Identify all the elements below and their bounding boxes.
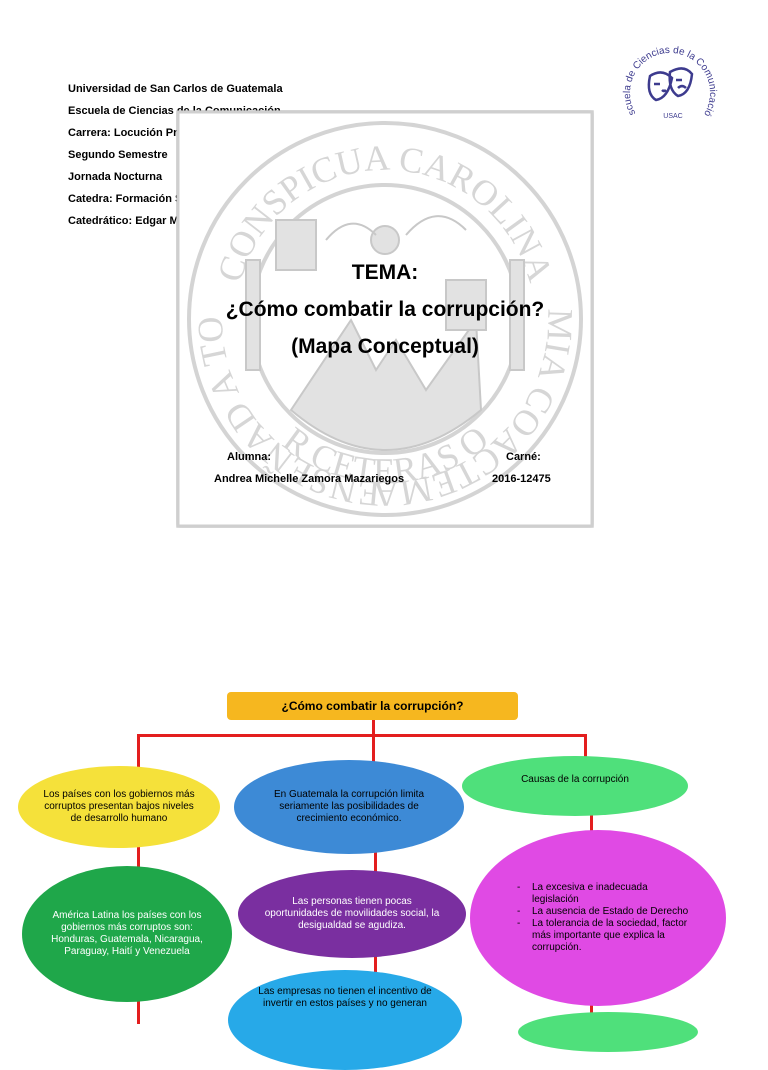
- bubble-text: Los países con los gobiernos más corrupt…: [43, 789, 195, 824]
- bubble-business-investment: Las empresas no tienen el incentivo de i…: [228, 970, 462, 1070]
- causes-list-item: La tolerancia de la sociedad, factor más…: [517, 918, 692, 954]
- bubble-latin-america: América Latina los países con los gobier…: [22, 866, 232, 1002]
- causes-list-item: La excesiva e inadecuada legislación: [517, 882, 692, 906]
- tema-title: ¿Cómo combatir la corrupción?: [225, 298, 545, 321]
- connector-title-down: [372, 720, 375, 736]
- bubble-right-partial: [518, 1012, 698, 1052]
- student-label: Alumna:: [227, 451, 271, 463]
- bubble-economic-growth: En Guatemala la corrupción limita seriam…: [234, 760, 464, 854]
- concept-map-title: ¿Cómo combatir la corrupción?: [227, 692, 518, 720]
- connector-right: [584, 734, 587, 758]
- university-seal-watermark: CONSPICUA CAROLINA ID Y ENSEÑAD A TODOS …: [176, 110, 594, 528]
- connector-middle: [372, 734, 375, 762]
- carne-label: Carné:: [506, 451, 541, 463]
- masks-icon: [647, 67, 694, 102]
- bubble-causes: Causas de la corrupción: [462, 756, 688, 816]
- bubble-causes-list: La excesiva e inadecuada legislación La …: [470, 830, 726, 1006]
- tema-subtitle: (Mapa Conceptual): [291, 335, 479, 358]
- logo-ring-text: Escuela de Ciencias de la Comunicación: [616, 34, 718, 119]
- bubble-text: Causas de la corrupción: [521, 774, 629, 785]
- seal-emblem: [245, 215, 525, 451]
- header-semester: Segundo Semestre: [68, 149, 168, 161]
- header-schedule: Jornada Nocturna: [68, 171, 163, 183]
- carne-number: 2016-12475: [492, 473, 551, 485]
- connector-horizontal: [137, 734, 587, 737]
- bubble-text: América Latina los países con los gobier…: [51, 910, 203, 957]
- bubble-text: En Guatemala la corrupción limita seriam…: [273, 789, 425, 824]
- connector-mid-1-2: [374, 852, 377, 872]
- connector-mid-2-3: [374, 956, 377, 972]
- logo-abbr: USAC: [663, 113, 682, 120]
- causes-list: La excesiva e inadecuada legislación La …: [516, 882, 692, 954]
- causes-list-item: La ausencia de Estado de Derecho: [517, 906, 692, 918]
- header-university: Universidad de San Carlos de Guatemala: [68, 83, 283, 95]
- bubble-text: Las empresas no tienen el incentivo de i…: [258, 986, 432, 1009]
- connector-right-1-2: [590, 814, 593, 832]
- connector-left: [137, 734, 140, 768]
- school-logo: Escuela de Ciencias de la Comunicación U…: [616, 34, 718, 120]
- connector-left-1-2: [137, 846, 140, 868]
- bubble-human-development: Los países con los gobiernos más corrupt…: [18, 766, 220, 848]
- connector-left-2-down: [137, 1000, 140, 1024]
- bubble-text: Las personas tienen pocas oportunidades …: [264, 896, 440, 931]
- tema-label: TEMA:: [351, 261, 419, 284]
- bubble-social-mobility: Las personas tienen pocas oportunidades …: [238, 870, 466, 958]
- student-name: Andrea Michelle Zamora Mazariegos: [214, 473, 405, 485]
